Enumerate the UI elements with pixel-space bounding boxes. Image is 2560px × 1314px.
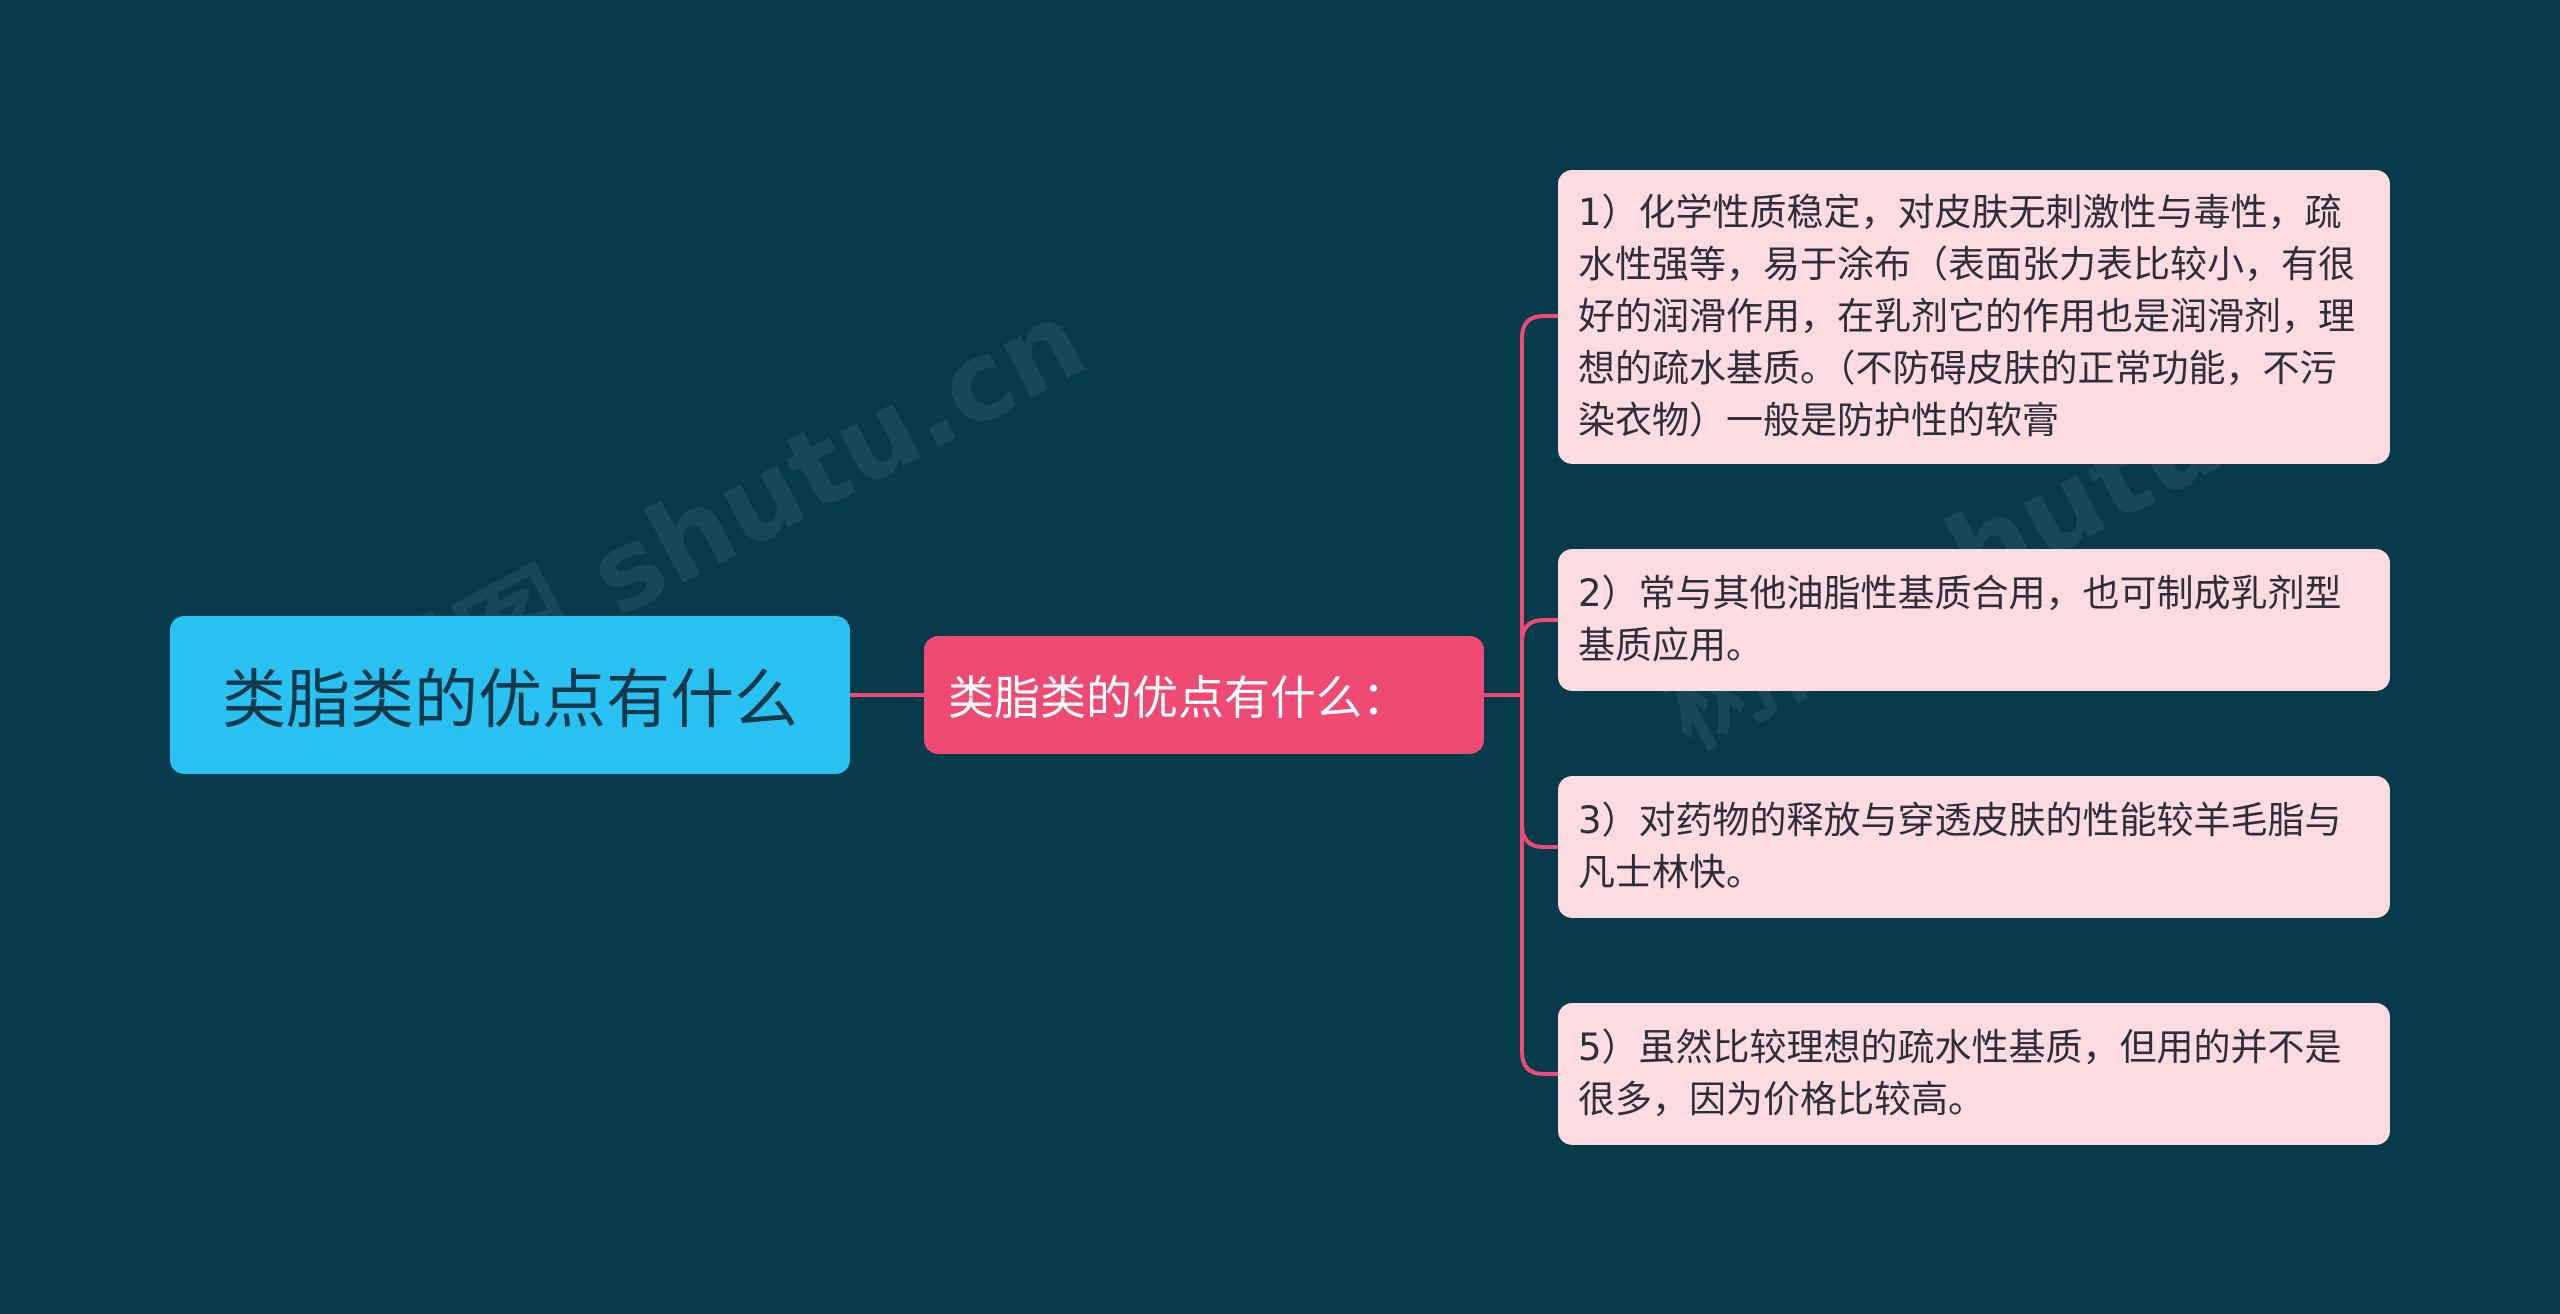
leaf-topic-label: 3）对药物的释放与穿透皮肤的性能较羊毛脂与凡士林快。	[1578, 799, 2342, 894]
leaf-topic-label: 1）化学性质稳定，对皮肤无刺激性与毒性，疏水性强等，易于涂布（表面张力表比较小，…	[1578, 191, 2355, 442]
branch-to-leaf-1-connector	[1484, 314, 1558, 697]
leaf-topic-node-1[interactable]: 1）化学性质稳定，对皮肤无刺激性与毒性，疏水性强等，易于涂布（表面张力表比较小，…	[1558, 170, 2390, 464]
branch-topic-label: 类脂类的优点有什么：	[948, 671, 1408, 725]
root-topic-node[interactable]: 类脂类的优点有什么	[170, 616, 850, 774]
branch-to-leaf-3-connector	[1520, 695, 1558, 849]
branch-to-leaf-2-connector	[1520, 618, 1558, 695]
leaf-topic-label: 2）常与其他油脂性基质合用，也可制成乳剂型基质应用。	[1578, 572, 2342, 667]
root-topic-label: 类脂类的优点有什么	[222, 664, 798, 738]
leaf-topic-label: 5）虽然比较理想的疏水性基质，但用的并不是很多，因为价格比较高。	[1578, 1026, 2342, 1121]
leaf-topic-node-4[interactable]: 5）虽然比较理想的疏水性基质，但用的并不是很多，因为价格比较高。	[1558, 1003, 2390, 1145]
branch-to-leaf-4-connector	[1520, 695, 1558, 1076]
branch-topic-node[interactable]: 类脂类的优点有什么：	[924, 636, 1484, 754]
leaf-topic-node-2[interactable]: 2）常与其他油脂性基质合用，也可制成乳剂型基质应用。	[1558, 549, 2390, 691]
leaf-topic-node-3[interactable]: 3）对药物的释放与穿透皮肤的性能较羊毛脂与凡士林快。	[1558, 776, 2390, 918]
